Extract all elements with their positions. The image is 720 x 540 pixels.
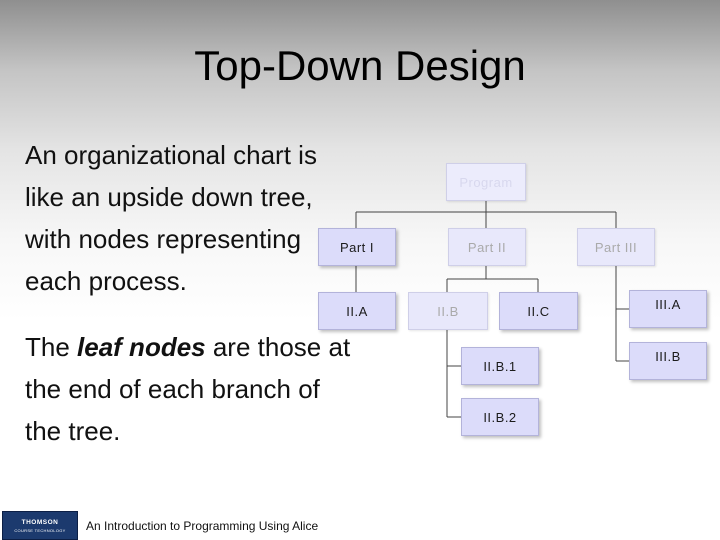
- paragraph-2-pre: The: [25, 332, 78, 362]
- node-part-1: Part I: [318, 228, 396, 266]
- node-II-C: II.C: [499, 292, 578, 330]
- slide-body: An organizational chart is like an upsid…: [25, 134, 355, 452]
- node-II-B: II.B: [408, 292, 488, 330]
- logo-line-1: THOMSON: [21, 518, 59, 526]
- leaf-nodes-emphasis: leaf nodes: [77, 332, 206, 362]
- paragraph-2: The leaf nodes are those at the end of e…: [25, 326, 355, 452]
- node-II-B-1: II.B.1: [461, 347, 539, 385]
- footer-text: An Introduction to Programming Using Ali…: [86, 519, 319, 533]
- node-II-B-2: II.B.2: [461, 398, 539, 436]
- slide-title: Top-Down Design: [194, 42, 526, 89]
- node-III-A: III.A: [629, 290, 707, 328]
- publisher-logo: THOMSON COURSE TECHNOLOGY: [2, 511, 78, 540]
- node-III-B: III.B: [629, 342, 707, 380]
- logo-line-2: COURSE TECHNOLOGY: [14, 527, 66, 533]
- paragraph-2-post: are those at the end of each branch of t…: [25, 332, 351, 446]
- node-II-A: II.A: [318, 292, 396, 330]
- node-program: Program: [446, 163, 526, 201]
- paragraph-1: An organizational chart is like an upsid…: [25, 140, 317, 296]
- node-part-2: Part II: [448, 228, 526, 266]
- node-part-3: Part III: [577, 228, 655, 266]
